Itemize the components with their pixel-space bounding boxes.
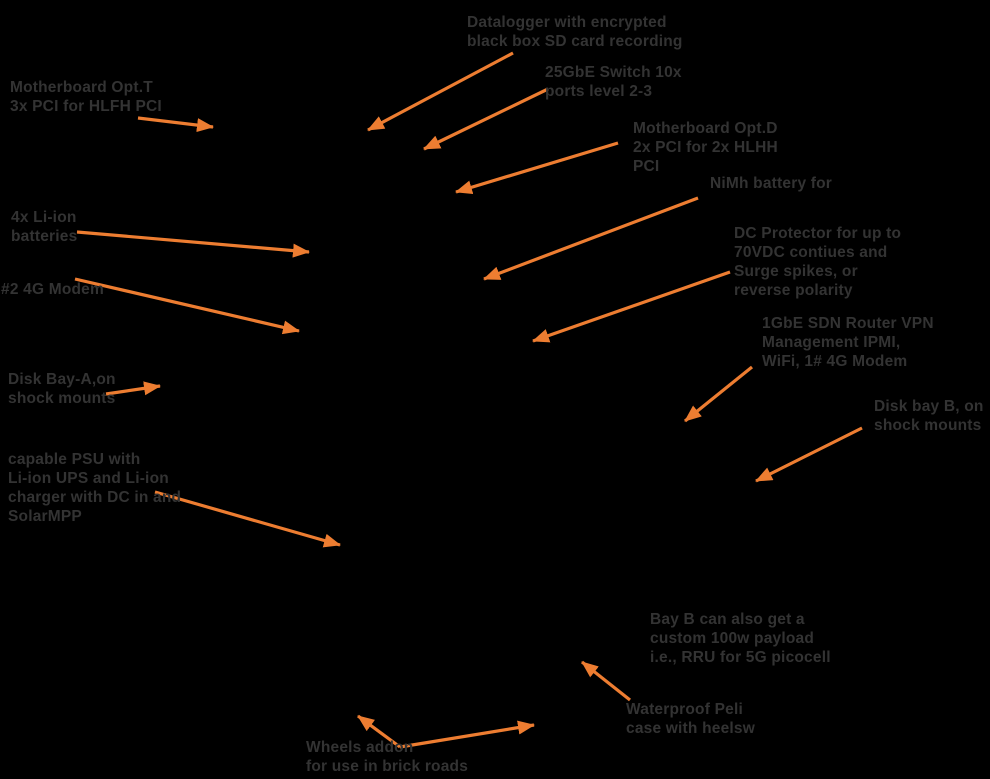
annotation-sdn-router: 1GbE SDN Router VPN Management IPMI, WiF…: [762, 315, 934, 370]
arrow-liion-batteries: [76, 230, 310, 258]
annotation-disk-bay-b: Disk bay B, on shock mounts: [874, 398, 984, 434]
annotation-datalogger: Datalogger with encrypted black box SD c…: [467, 14, 683, 50]
arrow-nimh-battery: [483, 196, 699, 281]
arrow-switch-25gbe: [423, 87, 549, 151]
annotation-nimh-battery: NiMh battery for: [710, 175, 833, 192]
annotation-liion-batteries: 4x Li-ion batteries: [11, 209, 78, 245]
arrow-lines: [74, 51, 863, 749]
arrow-disk-bay-b: [755, 426, 863, 483]
arrow-motherboard-optt: [137, 116, 214, 133]
arrow-wheels-left: [357, 714, 401, 749]
arrow-motherboard-optd: [455, 141, 619, 195]
arrow-psu: [154, 490, 341, 548]
annotation-wheels-addon: Wheels addon for use in brick roads: [306, 739, 469, 775]
annotation-motherboard-optd: Motherboard Opt.D 2x PCI for 2x HLHH PCI: [633, 120, 778, 175]
arrow-waterproof-case: [581, 660, 631, 702]
annotation-waterproof-case: Waterproof Peli case with heelsw: [626, 701, 755, 737]
annotation-dc-protector: DC Protector for up to 70VDC contiues an…: [734, 225, 902, 299]
annotation-modem-4g-2: #2 4G Modem: [1, 281, 104, 298]
annotation-disk-bay-a: Disk Bay-A,on shock mounts: [8, 371, 116, 407]
arrow-disk-bay-a: [105, 381, 161, 396]
annotation-motherboard-optt: Motherboard Opt.T 3x PCI for HLFH PCI: [10, 79, 162, 115]
arrow-sdn-router: [683, 365, 754, 423]
arrow-modem-4g-2: [74, 277, 300, 335]
arrow-datalogger: [367, 51, 514, 132]
arrow-wheels-right: [399, 720, 535, 749]
annotation-bay-b-payload: Bay B can also get a custom 100w payload…: [650, 611, 831, 666]
arrow-dc-protector: [532, 270, 731, 343]
annotation-psu: capable PSU with Li-ion UPS and Li-ion c…: [8, 451, 182, 525]
annotation-switch-25gbe: 25GbE Switch 10x ports level 2-3: [545, 64, 682, 100]
